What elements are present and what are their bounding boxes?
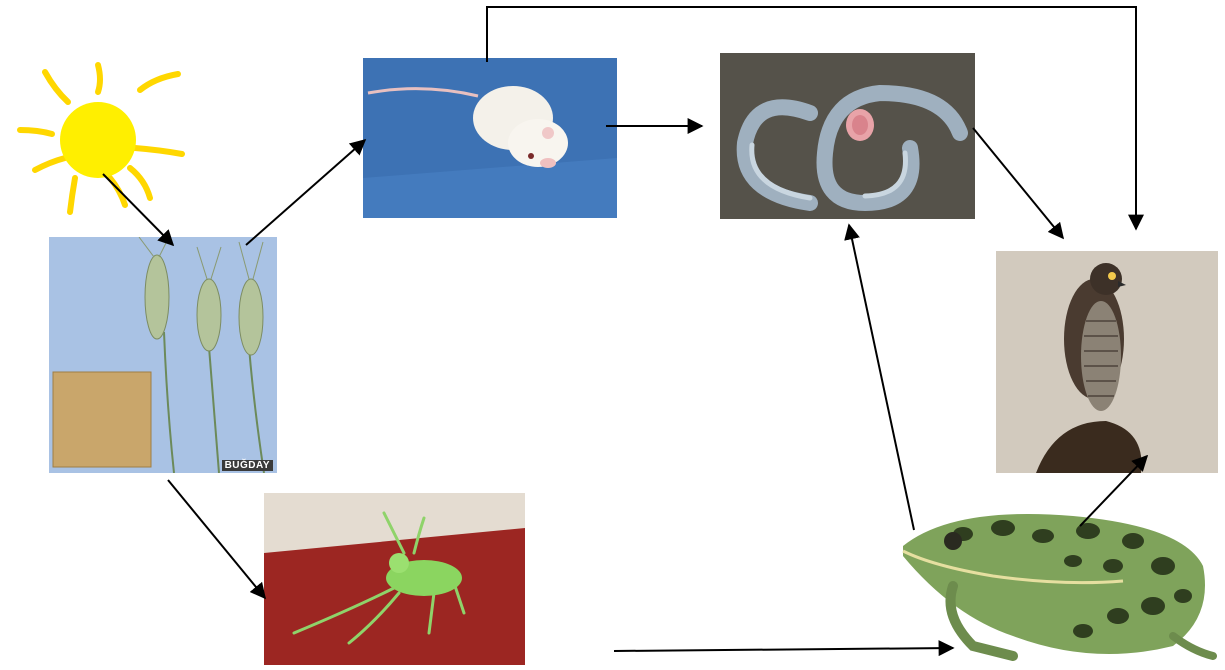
arrow-wheat-to-grasshopper: [168, 480, 265, 598]
frog-node: [893, 496, 1218, 666]
grasshopper-photo: [264, 493, 525, 665]
mouse-photo: [363, 58, 617, 218]
hawk-photo: [996, 251, 1218, 473]
wheat-photo: [49, 237, 277, 473]
snake-node: [720, 53, 975, 219]
frog-photo: [893, 496, 1218, 666]
hawk-node: [996, 251, 1218, 473]
grasshopper-node: [264, 493, 525, 665]
arrow-snake-to-hawk: [973, 128, 1063, 238]
sun-node: [10, 50, 190, 220]
wheat-node: BUĞDAY: [49, 237, 277, 473]
wheat-caption: BUĞDAY: [222, 460, 273, 471]
sun-icon: [10, 50, 190, 220]
arrow-wheat-to-mouse: [246, 140, 365, 245]
snake-photo: [720, 53, 975, 219]
arrow-frog-to-snake: [849, 225, 914, 530]
mouse-node: [363, 58, 617, 218]
